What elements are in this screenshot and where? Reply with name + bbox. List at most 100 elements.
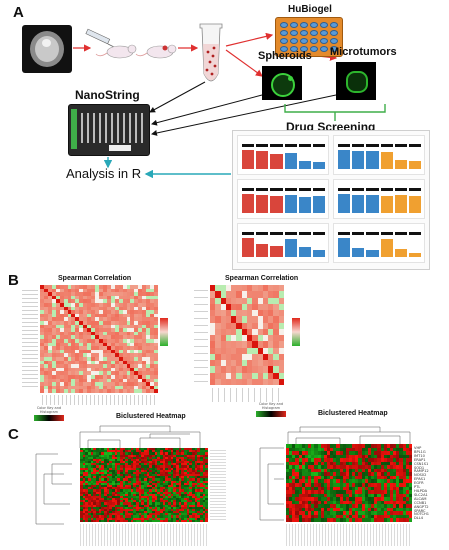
heatmap-cell xyxy=(133,461,136,464)
heatmap-cell xyxy=(130,482,134,485)
heatmap-cell xyxy=(374,500,378,505)
heatmap-cell xyxy=(383,475,387,480)
heatmap-cell xyxy=(117,458,120,462)
heatmap-cell xyxy=(99,288,103,293)
heatmap-cell xyxy=(114,378,119,383)
heatmap-cell xyxy=(96,495,99,499)
gene-label: NOTCH1 xyxy=(414,512,429,517)
heatmap-cell xyxy=(374,472,378,476)
heatmap-cell xyxy=(104,474,107,477)
heatmap-cell xyxy=(122,285,127,289)
heatmap-cell xyxy=(374,454,378,459)
heatmap-cell xyxy=(109,456,112,459)
heatmap-cell xyxy=(189,476,192,479)
heatmap-cell xyxy=(134,349,139,354)
heatmap-cell xyxy=(63,302,68,307)
heatmap-cell xyxy=(377,479,381,483)
heatmap-cell xyxy=(88,511,91,514)
heatmap-cell xyxy=(173,504,176,507)
heatmap-cell xyxy=(189,515,192,518)
heatmap-cell xyxy=(298,451,302,455)
heatmap-cell xyxy=(176,463,179,466)
heatmap-cell xyxy=(225,328,232,335)
heatmap-cell xyxy=(176,487,179,490)
heatmap-cell xyxy=(43,360,48,365)
heatmap-cell xyxy=(142,335,147,339)
heatmap-cell xyxy=(90,517,94,520)
heatmap-cell xyxy=(141,489,144,492)
heatmap-cell xyxy=(364,475,368,480)
heatmap-cell xyxy=(241,310,247,317)
nanostring-label: NanoString xyxy=(75,88,140,102)
heatmap-cell xyxy=(220,347,226,354)
heatmap-cell xyxy=(336,465,340,469)
heatmap-cell xyxy=(178,495,182,499)
heatmap-cell xyxy=(160,450,163,453)
heatmap-cell xyxy=(63,331,68,336)
heatmap-cell xyxy=(141,513,144,516)
heatmap-cell xyxy=(399,458,403,462)
heatmap-cell xyxy=(71,346,76,350)
heatmap-cell xyxy=(120,508,123,512)
heatmap-cell xyxy=(99,389,103,393)
heatmap-cell xyxy=(326,472,331,476)
heatmap-cell xyxy=(377,507,381,512)
heatmap-cell xyxy=(323,479,327,483)
heatmap-cell xyxy=(408,479,412,483)
heatmap-cell xyxy=(202,461,206,464)
heatmap-cell xyxy=(109,465,112,468)
heatmap-cell xyxy=(298,447,302,452)
heatmap-cell xyxy=(205,478,208,481)
heatmap-cell xyxy=(165,471,168,475)
heatmap-cell xyxy=(192,491,195,494)
heatmap-cell xyxy=(109,511,112,514)
heatmap-cell xyxy=(150,288,155,293)
heatmap-cell xyxy=(98,478,102,481)
heatmap-cell xyxy=(292,451,296,455)
heatmap-cell xyxy=(112,517,115,520)
heatmap-cell xyxy=(371,458,375,462)
heatmap-cell xyxy=(173,478,176,481)
heatmap-cell xyxy=(154,515,158,518)
heatmap-cell xyxy=(87,342,92,347)
heatmap-cell xyxy=(141,456,144,459)
heatmap-cell xyxy=(371,454,375,459)
heatmap-cell xyxy=(125,482,128,485)
heatmap-cell xyxy=(110,295,115,300)
heatmap-cell xyxy=(91,320,96,325)
heatmap-cell xyxy=(130,374,135,379)
heatmap-cell xyxy=(136,495,139,499)
heatmap-cell xyxy=(197,454,200,457)
heatmap-cell xyxy=(51,360,56,365)
heatmap-cell xyxy=(358,482,362,487)
heatmap-cell xyxy=(104,467,107,470)
heatmap-cell xyxy=(126,364,131,368)
heatmap-cell xyxy=(396,518,400,522)
heatmap-cell xyxy=(200,519,203,522)
heatmap-cell xyxy=(408,493,412,498)
heatmap-cell xyxy=(355,451,359,455)
heatmap-cell xyxy=(51,364,56,368)
heatmap-cell xyxy=(88,480,91,483)
heatmap-cell xyxy=(246,310,253,317)
heatmap-cell xyxy=(157,515,160,518)
heatmap-cell xyxy=(138,471,142,475)
heatmap-cell xyxy=(98,482,102,485)
heatmap-cell xyxy=(133,513,136,516)
heatmap-cell xyxy=(317,472,321,476)
heatmap-cell xyxy=(317,465,321,469)
heatmap-cell xyxy=(246,335,253,342)
heatmap-cell xyxy=(178,467,182,470)
heatmap-cell xyxy=(85,478,88,481)
heatmap-cell xyxy=(289,486,293,491)
heatmap-cell xyxy=(326,486,331,491)
heatmap-cell xyxy=(136,478,139,481)
heatmap-cell xyxy=(197,508,200,512)
heatmap-cell xyxy=(389,507,394,512)
heatmap-cell xyxy=(304,493,309,498)
heatmap-cell xyxy=(71,389,76,393)
heatmap-cell xyxy=(289,500,293,505)
heatmap-cell xyxy=(311,454,315,459)
heatmap-cell xyxy=(349,458,353,462)
heatmap-cell xyxy=(114,328,119,332)
